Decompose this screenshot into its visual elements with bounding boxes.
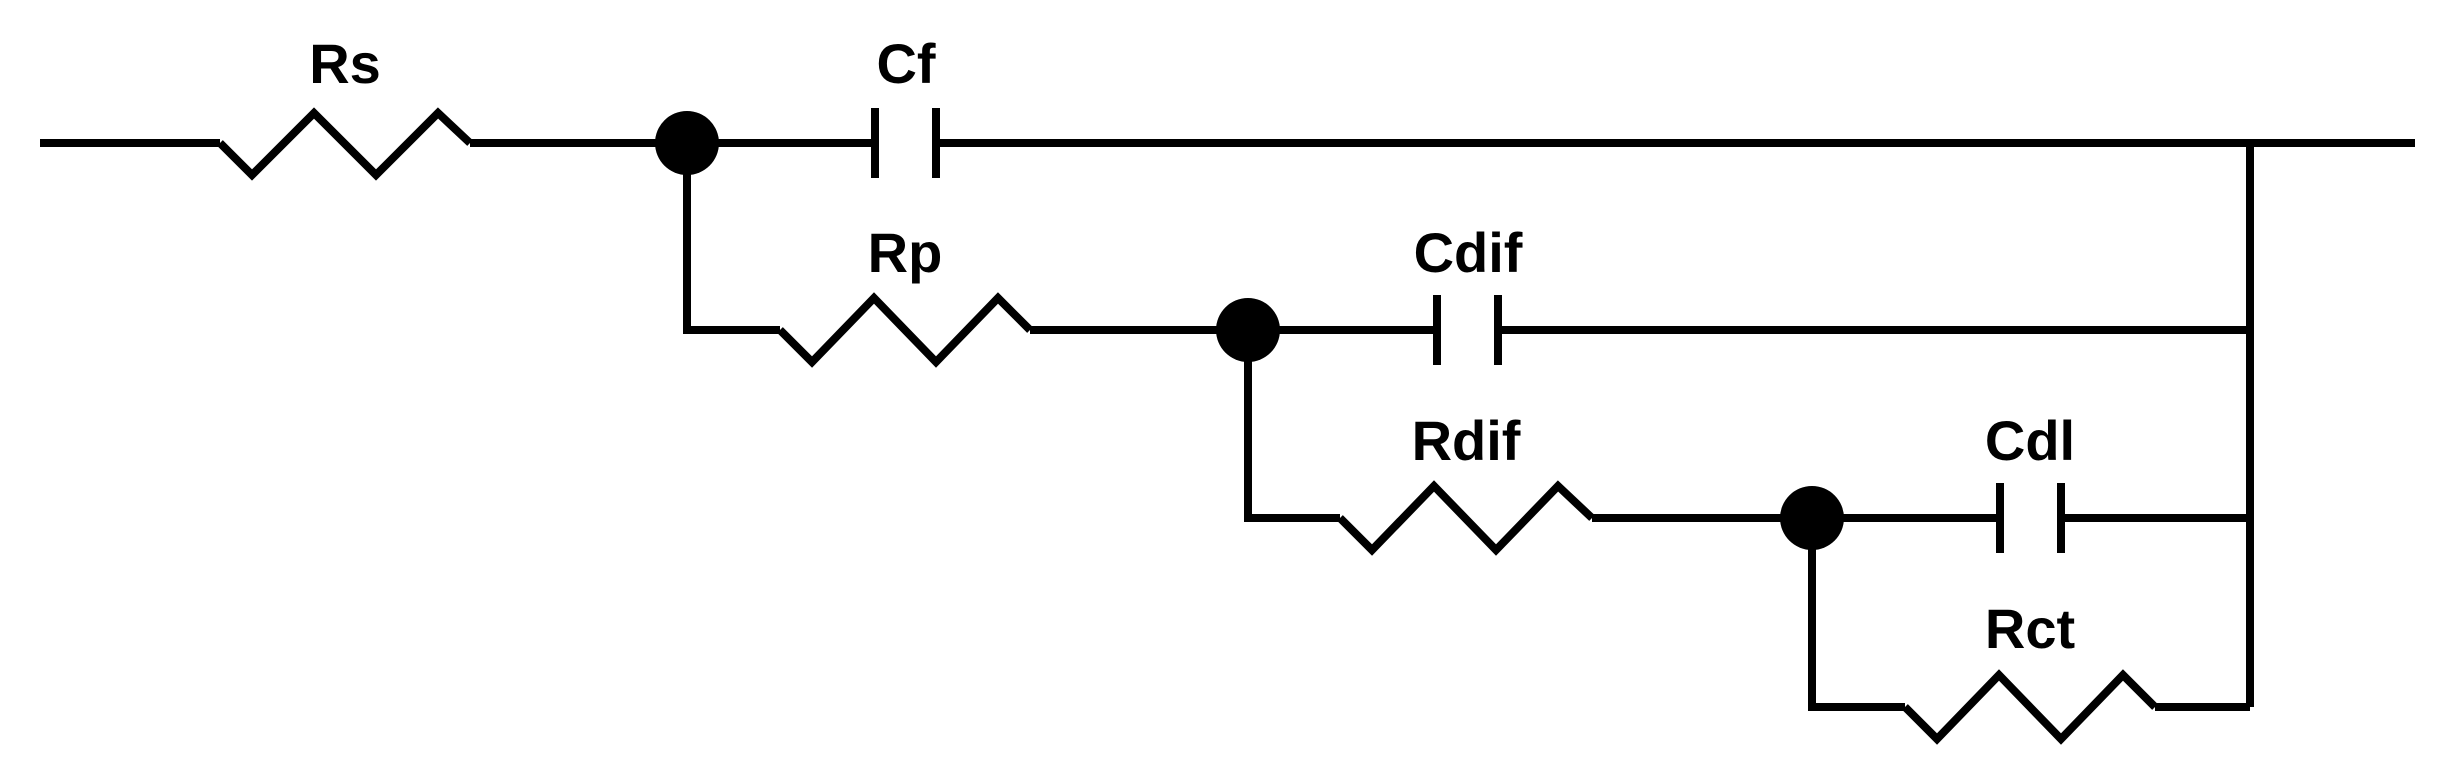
wire-node1-down (683, 143, 780, 334)
junction-node-3 (1780, 486, 1844, 550)
junction-nodes (655, 111, 1844, 550)
label-rs: Rs (309, 32, 381, 95)
label-rp: Rp (868, 221, 943, 284)
capacitor-cdl (1996, 483, 2065, 553)
resistors (217, 107, 2158, 745)
resistor-rp (777, 292, 1033, 368)
label-cdif: Cdif (1414, 221, 1523, 284)
capacitor-cf (871, 108, 940, 178)
resistor-rdif (1337, 480, 1595, 556)
wire-node2-down (1244, 330, 1340, 522)
label-rct: Rct (1985, 597, 2075, 660)
capacitors (871, 108, 2065, 553)
label-cdl: Cdl (1985, 409, 2075, 472)
junction-node-1 (655, 111, 719, 175)
wire-node3-down (1808, 518, 1905, 711)
label-cf: Cf (876, 32, 935, 95)
junction-node-2 (1216, 298, 1280, 362)
resistor-rs (217, 107, 473, 181)
capacitor-cdif (1433, 295, 1502, 365)
label-rdif: Rdif (1412, 409, 1521, 472)
component-labels: Rs Cf Rp Cdif Rdif Cdl Rct (309, 32, 2075, 660)
resistor-rct (1902, 669, 2158, 745)
